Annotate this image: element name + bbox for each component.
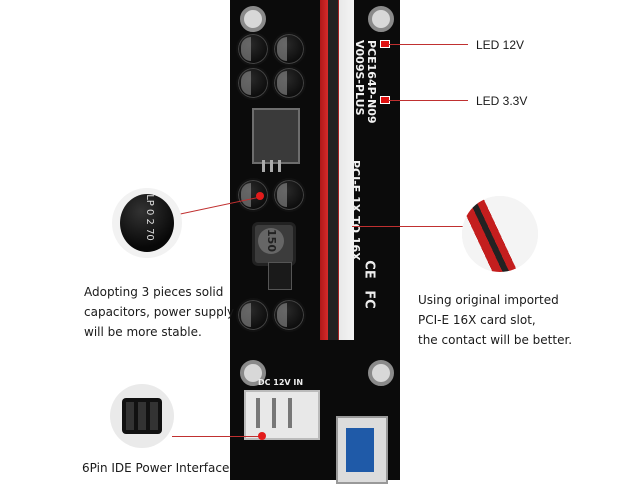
capacitor: [236, 298, 270, 332]
board-model: PCE164P-N09: [365, 40, 378, 124]
callout-line-led-12v: [388, 44, 468, 45]
slot-caption: Using original imported PCI-E 16X card s…: [418, 290, 572, 350]
slot-zoom-image: [462, 196, 538, 272]
ic-chip: [268, 262, 292, 290]
led-3-3v-label: LED 3.3V: [476, 94, 528, 108]
fc-mark: FC: [361, 290, 377, 309]
slot-groove: [328, 0, 338, 340]
callout-dot-power: [258, 432, 266, 440]
power-connector-zoom-image: [110, 384, 174, 448]
capacitor-zoom-body: [120, 194, 174, 252]
slot-caption-line1: Using original imported: [418, 293, 559, 307]
inductor-label: 150: [264, 229, 278, 252]
led-12v-label: LED 12V: [476, 38, 525, 52]
capacitor: [272, 66, 306, 100]
ce-mark: CE: [361, 260, 377, 279]
capacitor: [272, 298, 306, 332]
callout-line-power: [172, 436, 264, 437]
capacitor-caption-line1: Adopting 3 pieces solid: [84, 285, 224, 299]
board-slogan: PCI-E 1X TO 16X: [349, 160, 362, 261]
capacitor: [236, 66, 270, 100]
callout-line-led-3-3v: [388, 100, 468, 101]
capacitor-caption-line2: capacitors, power supply: [84, 305, 235, 319]
capacitor: [272, 32, 306, 66]
usb-tongue: [346, 428, 374, 472]
capacitor-zoom-image: LP 0 2 70: [112, 188, 182, 258]
slot-caption-line3: the contact will be better.: [418, 333, 573, 347]
slot-zoom-stripes: [462, 196, 538, 272]
mounting-hole: [240, 6, 266, 32]
mounting-hole: [368, 360, 394, 386]
callout-line-slot: [352, 226, 470, 227]
capacitor-caption: Adopting 3 pieces solid capacitors, powe…: [84, 282, 234, 342]
capacitor: [236, 178, 270, 212]
mounting-hole: [368, 6, 394, 32]
power-in-label: DC 12V IN: [258, 378, 304, 387]
voltage-regulator: [252, 108, 300, 164]
capacitor-zoom-text: LP 0 2 70: [143, 194, 155, 241]
slot-caption-line2: PCI-E 16X card slot,: [418, 313, 536, 327]
capacitor-caption-line3: will be more stable.: [84, 325, 202, 339]
board-version: V009S-PLUS: [353, 40, 366, 116]
mounting-hole: [240, 360, 266, 386]
capacitor: [236, 32, 270, 66]
inductor-core: [258, 228, 284, 254]
power-connector-pins: [126, 402, 158, 430]
power-header-pins: [256, 398, 304, 428]
callout-dot-capacitors: [256, 192, 264, 200]
capacitor: [272, 178, 306, 212]
regulator-pins: [262, 160, 286, 172]
power-caption: 6Pin IDE Power Interface: [82, 461, 230, 475]
